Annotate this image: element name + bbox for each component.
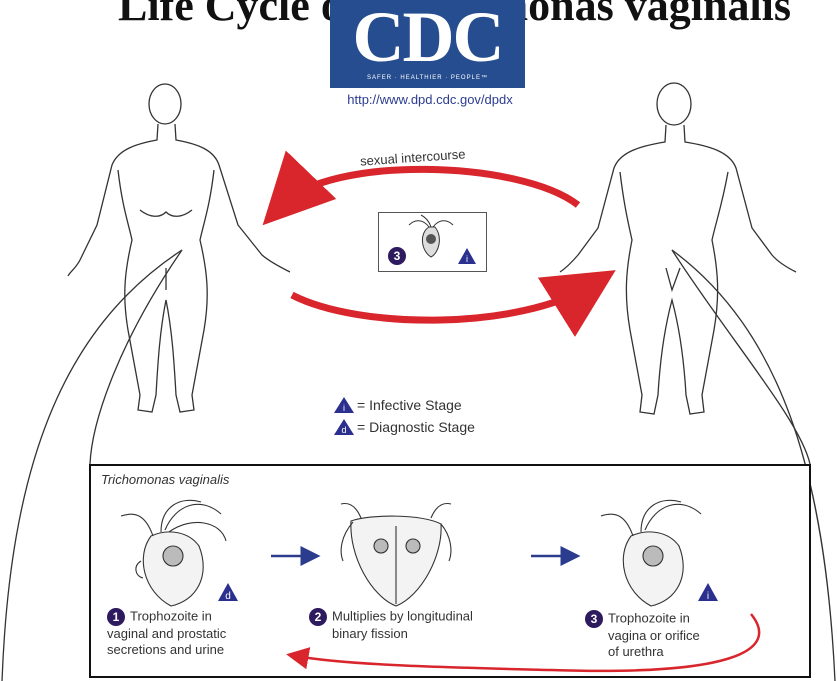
legend-infective-text: = Infective Stage bbox=[357, 397, 462, 413]
step-3-line-3: of urethra bbox=[585, 644, 700, 660]
step-3-label: 3 Trophozoite in vagina or orifice of ure… bbox=[585, 610, 700, 660]
center-stage-marker: i bbox=[466, 254, 468, 264]
legend-infective-marker: i bbox=[343, 403, 345, 413]
step-1-diagnostic-triangle-icon: d bbox=[217, 582, 239, 602]
transmission-arrow-top bbox=[282, 169, 578, 205]
trophozoite-3-drawing bbox=[601, 500, 701, 606]
left-lens-curve-inner bbox=[90, 250, 182, 464]
step-2-number: 2 bbox=[309, 608, 327, 626]
center-stage-number: 3 bbox=[388, 247, 406, 265]
infective-triangle-icon: i bbox=[333, 396, 355, 414]
legend-infective: i = Infective Stage bbox=[333, 396, 462, 414]
step-3-marker: i bbox=[707, 591, 709, 602]
legend-diagnostic-marker: d bbox=[341, 425, 346, 435]
trichomonas-stages-panel: Trichomonas vaginalis bbox=[89, 464, 811, 678]
step-1-line-3: secretions and urine bbox=[107, 642, 226, 658]
step-2-line-2: binary fission bbox=[309, 626, 473, 642]
step-1-line-2: vaginal and prostatic bbox=[107, 626, 226, 642]
male-figure bbox=[560, 83, 796, 414]
legend-diagnostic-text: = Diagnostic Stage bbox=[357, 419, 475, 435]
center-stage-number-badge: 3 bbox=[388, 247, 411, 265]
step-2-line-1: Multiplies by longitudinal bbox=[332, 608, 473, 623]
step-1-number: 1 bbox=[107, 608, 125, 626]
trophozoite-2-drawing bbox=[341, 504, 451, 606]
trophozoite-1-drawing bbox=[121, 500, 226, 606]
step-1-line-1: Trophozoite in bbox=[130, 608, 212, 623]
right-lens-curve-inner bbox=[672, 250, 810, 464]
step-3-infective-triangle-icon: i bbox=[697, 582, 719, 602]
step-3-line-1: Trophozoite in bbox=[608, 610, 690, 625]
step-2-label: 2 Multiplies by longitudinal binary fissi… bbox=[309, 608, 473, 642]
step-1-marker: d bbox=[225, 591, 231, 602]
step-1-label: 1 Trophozoite in vaginal and prostatic se… bbox=[107, 608, 226, 658]
step-3-number: 3 bbox=[585, 610, 603, 628]
female-figure bbox=[68, 84, 290, 412]
step-3-line-2: vagina or orifice bbox=[585, 628, 700, 644]
diagnostic-triangle-icon: d bbox=[333, 418, 355, 436]
center-infective-triangle-icon: i bbox=[457, 247, 477, 265]
transmission-arrow-bottom bbox=[292, 285, 592, 320]
center-stage-box: 3 i bbox=[378, 212, 487, 272]
legend-diagnostic: d = Diagnostic Stage bbox=[333, 418, 475, 436]
